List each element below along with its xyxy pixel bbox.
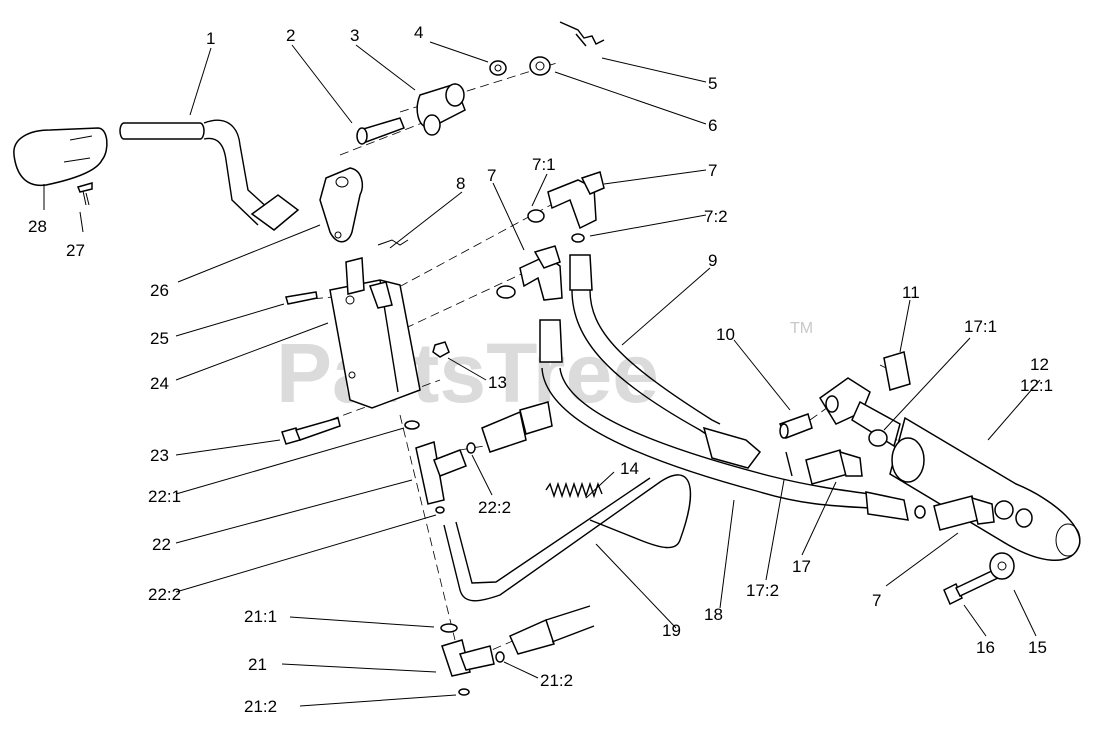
clip-8 <box>377 239 409 246</box>
bolt-23 <box>281 417 341 445</box>
label-3: 3 <box>350 26 359 45</box>
label-8: 8 <box>456 174 465 193</box>
handle-lever-1 <box>119 119 300 231</box>
label-21-2-right: 21:2 <box>540 671 573 690</box>
label-21-1: 21:1 <box>244 607 277 626</box>
label-17: 17 <box>792 557 811 576</box>
screw-27 <box>76 182 93 206</box>
label-25: 25 <box>150 329 169 348</box>
label-17-1: 17:1 <box>964 317 997 336</box>
callout-labels: 1 2 3 4 5 6 7 7:1 7:2 7 8 9 10 11 17:1 1… <box>28 23 1053 716</box>
label-24: 24 <box>150 374 169 393</box>
label-12: 12 <box>1030 355 1049 374</box>
tube-19 <box>443 474 692 602</box>
label-9: 9 <box>708 251 717 270</box>
nut-13 <box>432 341 450 358</box>
label-22-2-right: 22:2 <box>478 498 511 517</box>
label-26: 26 <box>150 281 169 300</box>
label-10: 10 <box>716 325 735 344</box>
label-21-2-left: 21:2 <box>244 697 277 716</box>
label-11: 11 <box>902 283 920 302</box>
hose-18 <box>539 319 909 521</box>
spring-14 <box>545 481 603 499</box>
label-18: 18 <box>704 605 723 624</box>
screw-25 <box>285 291 318 305</box>
label-7-middle: 7 <box>487 166 496 185</box>
washer-6 <box>529 56 551 76</box>
label-21: 21 <box>248 655 267 674</box>
label-12-1: 12:1 <box>1020 376 1053 395</box>
label-22-2-left: 22:2 <box>148 585 181 604</box>
label-7-bottom: 7 <box>872 591 881 610</box>
cylinder-12 <box>889 416 1081 561</box>
label-14: 14 <box>620 459 639 478</box>
elbow-fitting-21 <box>440 605 595 696</box>
label-15: 15 <box>1028 638 1047 657</box>
pin-10 <box>778 413 813 439</box>
bracket-plate-26 <box>319 167 363 243</box>
label-28: 28 <box>28 217 47 236</box>
o-rings-7 <box>496 209 585 299</box>
hose-9 <box>569 254 762 469</box>
fitting-17 <box>785 429 888 485</box>
label-13: 13 <box>488 373 507 392</box>
label-7-top: 7 <box>708 161 717 180</box>
label-17-2: 17:2 <box>746 581 779 600</box>
nut-4 <box>489 60 507 76</box>
label-6: 6 <box>708 116 717 135</box>
yoke-3 <box>416 83 466 136</box>
label-4: 4 <box>414 23 423 42</box>
washer-15 <box>989 552 1015 580</box>
hairpin-clip-5 <box>559 21 605 47</box>
knob-28 <box>13 127 108 187</box>
label-22: 22 <box>152 535 171 554</box>
tee-fitting-22 <box>404 420 476 514</box>
valve-body-24 <box>329 257 421 409</box>
watermark: PartsTree <box>276 326 659 420</box>
fitting-22-hose-end <box>481 401 553 453</box>
label-22-1: 22:1 <box>148 487 181 506</box>
label-16: 16 <box>976 638 995 657</box>
label-5: 5 <box>708 74 717 93</box>
elbow-fitting-7-middle <box>519 245 563 301</box>
label-19: 19 <box>662 621 681 640</box>
label-27: 27 <box>66 241 85 260</box>
label-1: 1 <box>206 29 215 48</box>
fitting-7-cylinder <box>914 495 995 531</box>
label-7-2: 7:2 <box>704 207 728 226</box>
elbow-fitting-7-upper <box>547 171 605 230</box>
label-2: 2 <box>286 26 295 45</box>
leader-lines <box>43 41 1041 707</box>
clip-11 <box>883 351 911 391</box>
label-23: 23 <box>150 446 169 465</box>
watermark-trademark: TM <box>790 320 813 337</box>
rod-end-12-1 <box>818 377 901 448</box>
pin-2 <box>356 117 405 145</box>
label-7-1: 7:1 <box>532 155 556 174</box>
